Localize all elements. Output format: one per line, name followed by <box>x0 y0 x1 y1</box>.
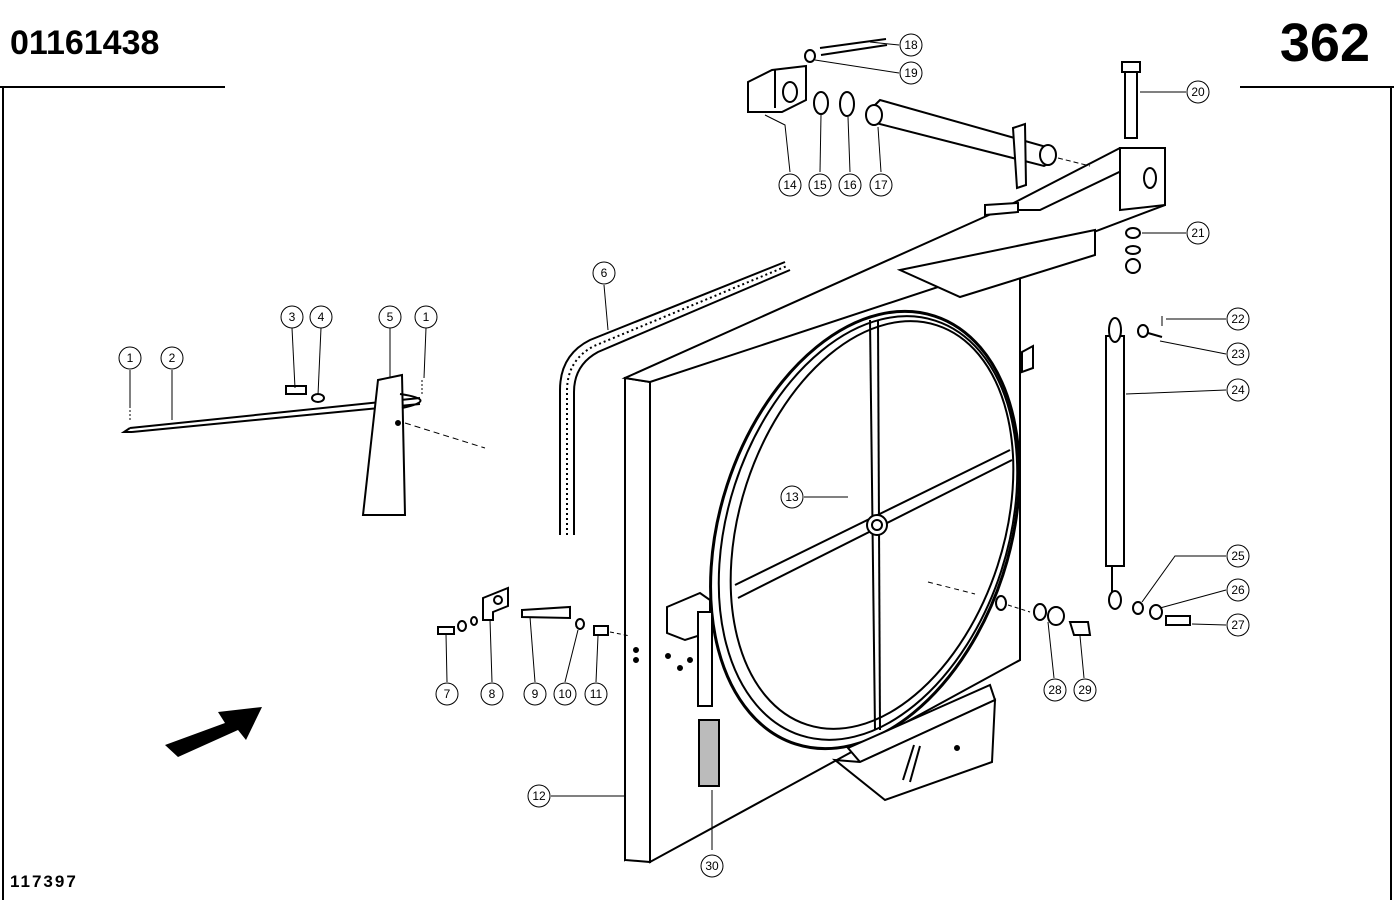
fan-ring-drawing <box>709 309 1021 751</box>
svg-text:24: 24 <box>1231 383 1245 397</box>
right-hardware-drawing <box>995 595 1191 636</box>
svg-text:26: 26 <box>1231 583 1245 597</box>
callout-markers: 1 2 3 4 5 1 6 7 8 9 10 11 12 13 14 15 16… <box>118 33 1250 878</box>
left-hardware-drawing <box>437 586 631 637</box>
callout-6: 6 <box>592 261 616 285</box>
bolt-20-drawing <box>1121 61 1141 139</box>
side-bracket-drawing <box>633 591 713 707</box>
svg-text:18: 18 <box>904 38 918 52</box>
svg-text:22: 22 <box>1231 312 1245 326</box>
document-number: 01161438 <box>10 24 160 62</box>
svg-text:25: 25 <box>1231 549 1245 563</box>
callout-29: 29 <box>1073 678 1097 702</box>
svg-text:5: 5 <box>387 310 394 324</box>
callout-14: 14 <box>778 173 802 197</box>
svg-text:11: 11 <box>590 687 603 701</box>
svg-text:28: 28 <box>1048 683 1062 697</box>
callout-10: 10 <box>553 682 577 706</box>
callout-28: 28 <box>1043 678 1067 702</box>
svg-text:10: 10 <box>558 687 572 701</box>
callout-5: 5 <box>378 305 402 329</box>
svg-text:13: 13 <box>785 490 799 504</box>
callout-3: 3 <box>280 305 304 329</box>
direction-arrow <box>165 707 262 757</box>
callout-27: 27 <box>1226 613 1250 637</box>
svg-text:2: 2 <box>169 351 176 365</box>
svg-text:4: 4 <box>318 310 325 324</box>
nuts-21-drawing <box>1125 227 1141 274</box>
callout-18: 18 <box>899 33 923 57</box>
svg-text:1: 1 <box>423 310 430 324</box>
leader-lines <box>129 41 1227 797</box>
callout-25: 25 <box>1226 544 1250 568</box>
callout-11: 11 <box>584 682 608 706</box>
svg-text:7: 7 <box>444 687 451 701</box>
seal-strip-drawing <box>559 261 791 535</box>
callout-12: 12 <box>527 784 551 808</box>
callout-16: 16 <box>838 173 862 197</box>
callout-1b: 1 <box>414 305 438 329</box>
svg-text:6: 6 <box>601 266 608 280</box>
callout-15: 15 <box>808 173 832 197</box>
callout-13: 13 <box>780 485 804 509</box>
callout-8: 8 <box>480 682 504 706</box>
right-clip-drawing <box>1021 344 1034 374</box>
svg-text:27: 27 <box>1231 618 1245 632</box>
svg-text:29: 29 <box>1078 683 1092 697</box>
callout-4: 4 <box>309 305 333 329</box>
callout-20: 20 <box>1186 80 1210 104</box>
svg-text:3: 3 <box>289 310 296 324</box>
callout-2: 2 <box>160 346 184 370</box>
callout-19: 19 <box>899 61 923 85</box>
page-frame <box>0 86 1394 900</box>
callout-30: 30 <box>700 854 724 878</box>
svg-text:16: 16 <box>843 178 857 192</box>
hinge-parts-drawing <box>747 38 1091 190</box>
callout-26: 26 <box>1226 578 1250 602</box>
callout-21: 21 <box>1186 221 1210 245</box>
svg-text:15: 15 <box>813 178 827 192</box>
svg-text:14: 14 <box>783 178 797 192</box>
callout-17: 17 <box>869 173 893 197</box>
page-number: 362 <box>1279 13 1370 73</box>
svg-text:12: 12 <box>532 789 546 803</box>
pad-drawing <box>698 719 720 850</box>
svg-text:30: 30 <box>705 859 719 873</box>
radiator-frame-drawing <box>621 146 1166 864</box>
callout-9: 9 <box>523 682 547 706</box>
svg-text:17: 17 <box>874 178 888 192</box>
svg-text:21: 21 <box>1191 226 1205 240</box>
gas-strut-drawing <box>1105 316 1163 610</box>
callout-23: 23 <box>1226 342 1250 366</box>
rod-assembly-drawing <box>120 373 486 516</box>
svg-text:23: 23 <box>1231 347 1245 361</box>
callout-1: 1 <box>118 346 142 370</box>
svg-text:20: 20 <box>1191 85 1205 99</box>
callout-7: 7 <box>435 682 459 706</box>
svg-text:1: 1 <box>127 351 134 365</box>
svg-text:19: 19 <box>904 66 918 80</box>
bottom-tray-drawing <box>831 683 997 802</box>
callout-24: 24 <box>1226 378 1250 402</box>
drawing-number: 117397 <box>10 872 78 891</box>
svg-text:9: 9 <box>532 687 539 701</box>
callout-22: 22 <box>1226 307 1250 331</box>
svg-text:8: 8 <box>489 687 496 701</box>
